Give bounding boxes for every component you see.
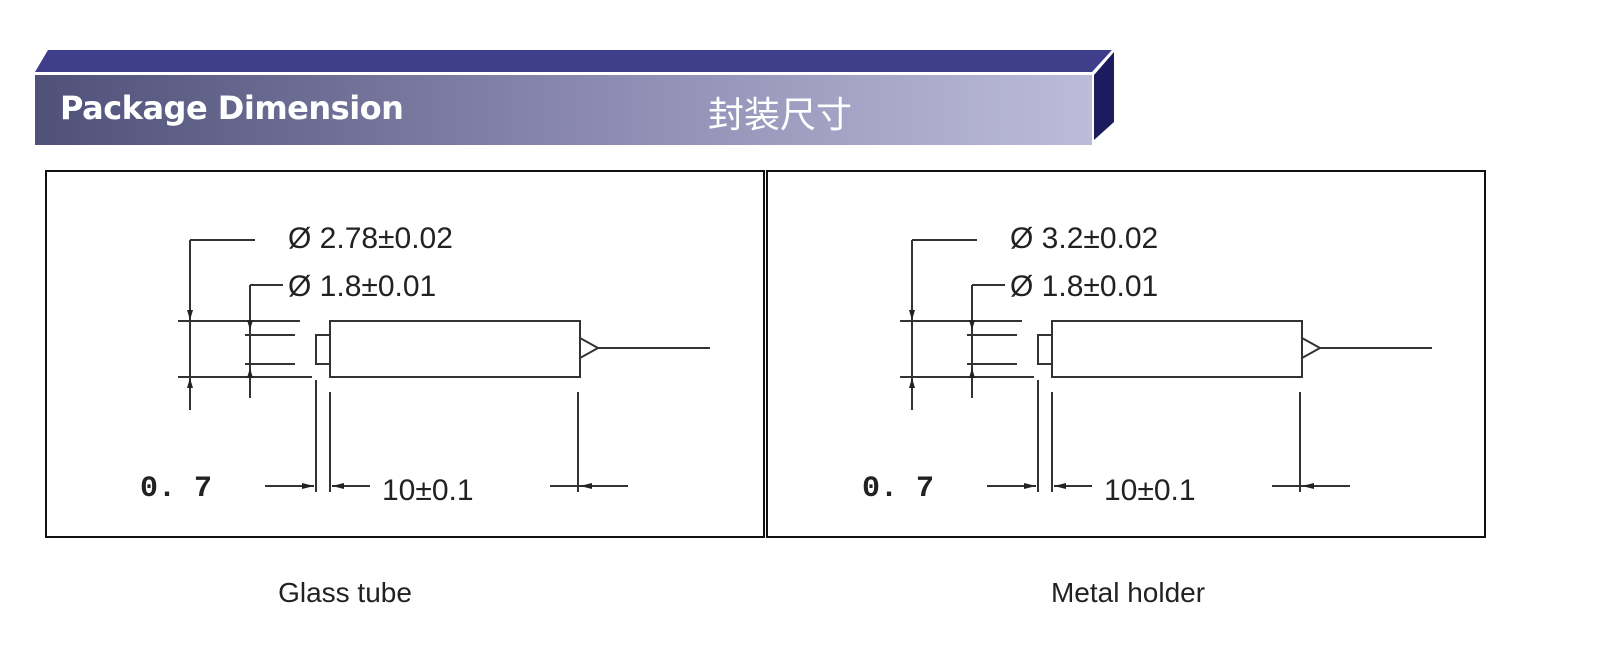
gap-label: 0. 7 (862, 472, 935, 506)
arrowhead (187, 310, 193, 320)
cable-cone (1301, 337, 1323, 359)
section-title: Package Dimension (60, 89, 404, 127)
sensor-tip (315, 334, 331, 365)
glass-tube-caption: Glass tube (278, 577, 412, 608)
arrowhead (909, 378, 915, 388)
section-title-cn: 封装尺寸 (708, 95, 853, 136)
arrowhead (302, 483, 314, 489)
arrowhead (969, 320, 975, 330)
arrowhead (1024, 483, 1036, 489)
metal-holder-panel (766, 170, 1486, 538)
metal-holder-caption: Metal holder (1050, 577, 1206, 608)
sensor-tip (1037, 334, 1053, 365)
arrowhead (247, 320, 253, 330)
arrowhead (247, 368, 253, 378)
arrowhead (909, 310, 915, 320)
length-label: 10±0.1 (1104, 474, 1196, 507)
sensor-body (329, 320, 581, 378)
outer-diameter-label: Ø 2.78±0.02 (288, 222, 453, 255)
arrowhead (580, 483, 592, 489)
gap-label: 0. 7 (140, 472, 213, 506)
arrowhead (187, 378, 193, 388)
length-label: 10±0.1 (382, 474, 474, 507)
arrowhead (1302, 483, 1314, 489)
inner-diameter-label: Ø 1.8±0.01 (1010, 270, 1159, 303)
sensor-body (1051, 320, 1303, 378)
glass-tube-panel (45, 170, 765, 538)
section-banner (35, 75, 1092, 145)
cable-cone (579, 337, 601, 359)
arrowhead (969, 368, 975, 378)
arrowhead (332, 483, 344, 489)
arrowhead (1054, 483, 1066, 489)
outer-diameter-label: Ø 3.2±0.02 (1010, 222, 1159, 255)
inner-diameter-label: Ø 1.8±0.01 (288, 270, 437, 303)
banner-bevel (35, 50, 1114, 140)
